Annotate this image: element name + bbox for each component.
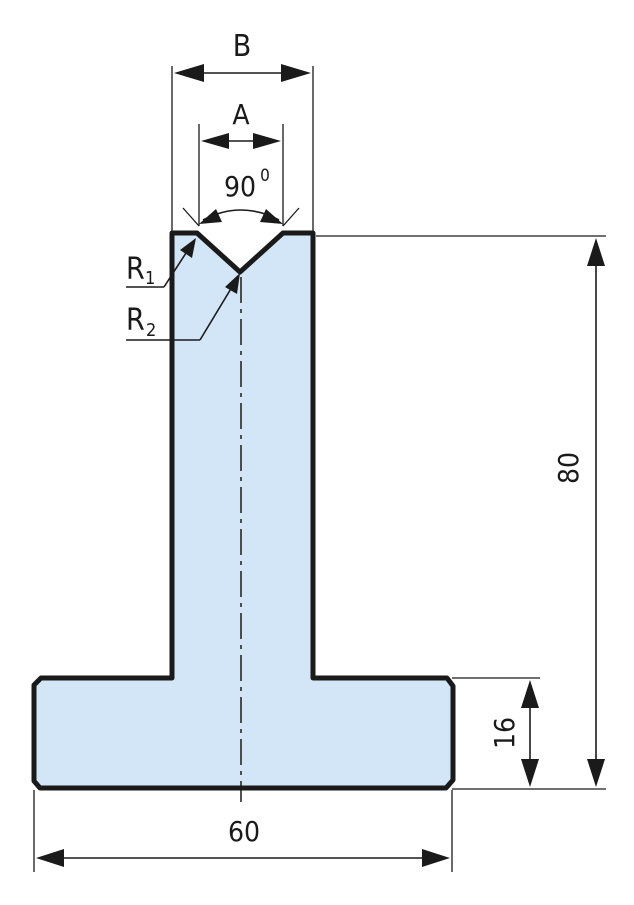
- dimension-height-total: 80: [316, 235, 606, 790]
- angle-dimension: 90 0: [182, 166, 300, 227]
- angle-value-label: 90: [224, 170, 256, 203]
- r2-label: R: [126, 303, 145, 338]
- r2-callout: R 2: [126, 273, 240, 341]
- dimension-b-label: B: [233, 29, 252, 64]
- r1-label: R: [126, 252, 145, 287]
- dimension-a: A: [198, 98, 284, 226]
- dimension-base-height: 16: [452, 677, 540, 787]
- die-profile-body: [31, 230, 456, 791]
- base-height-label: 16: [488, 717, 521, 749]
- angle-unit-label: 0: [260, 166, 270, 186]
- dimension-base-width: 60: [33, 790, 453, 872]
- dimension-b: B: [171, 29, 314, 232]
- dimension-a-label: A: [232, 98, 250, 131]
- r1-callout: R 1: [126, 238, 196, 289]
- base-width-label: 60: [228, 815, 260, 848]
- height-total-label: 80: [552, 452, 585, 484]
- r1-subscript: 1: [145, 268, 155, 289]
- r2-subscript: 2: [146, 320, 156, 341]
